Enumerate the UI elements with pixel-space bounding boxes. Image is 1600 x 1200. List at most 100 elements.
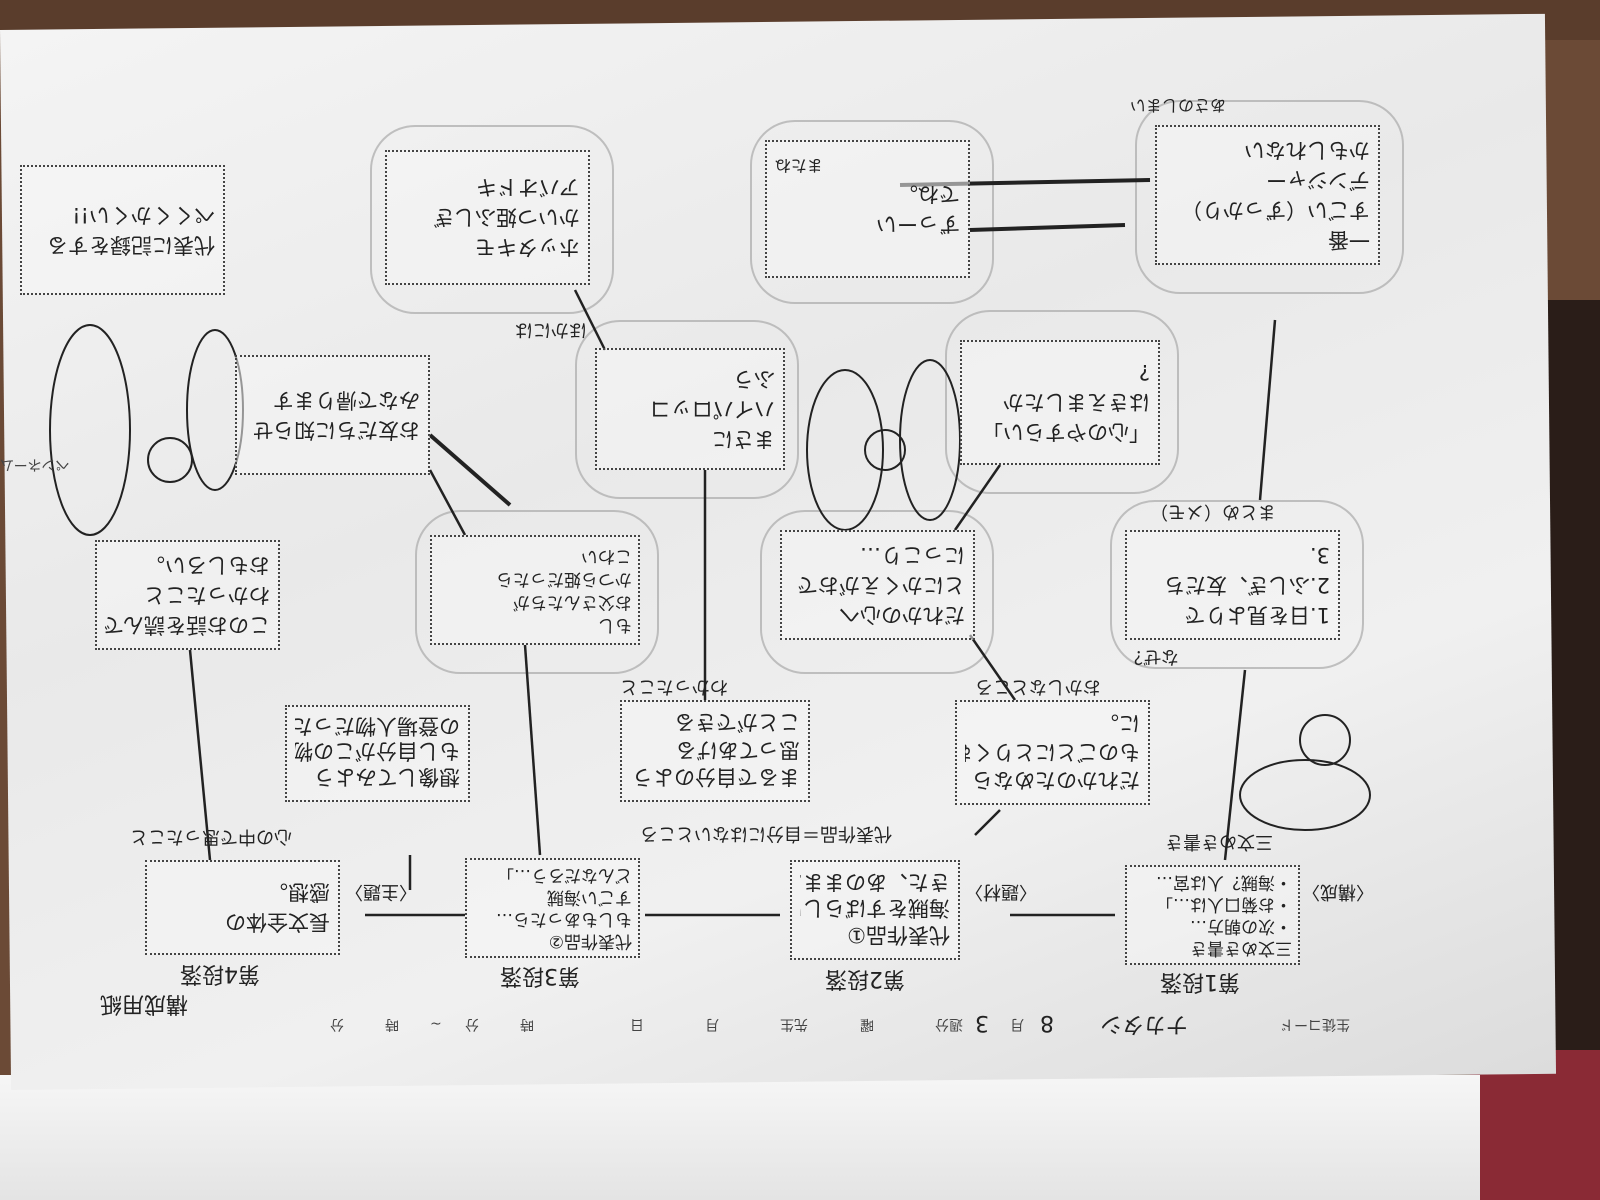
header-field: 3 [975, 1010, 989, 1035]
box-line: にっこり… [860, 543, 965, 567]
box-line: デンジャー [1266, 168, 1370, 192]
box-line: に。 [1098, 711, 1140, 736]
paragraph-1-box: 三文めき書き・次の朝方…・お菊口人は…」・海賊？人は宮… [1125, 865, 1300, 965]
box-line: の登場人物だったら [295, 714, 460, 738]
box-line: ・海賊？人は宮… [1156, 872, 1292, 892]
box-line: 長文全体の [225, 910, 330, 935]
note-text: わかったこと [620, 676, 728, 697]
header-field: 生徒コード [1280, 1016, 1350, 1032]
arrow [974, 809, 1001, 836]
note-box: 想像してみようもし自分がこの物語の登場人物だったら [285, 705, 470, 802]
header-field: 8 [1040, 1010, 1054, 1035]
box-line: 思ってあげる [675, 737, 800, 762]
note-box: だれかの心へとにかくえがおでにっこり… [780, 530, 975, 640]
header-field: 曜 [860, 1016, 874, 1032]
box-line: 「心のやすらい」 [982, 420, 1150, 445]
box-line: アバオドキ [475, 175, 580, 200]
box-line: どんなだろう…」 [497, 865, 632, 885]
box-line: かもしれない [1244, 138, 1370, 162]
speech-bubble [899, 359, 961, 521]
arrow [523, 644, 542, 856]
thought-cloud [415, 510, 659, 674]
header-field: ~ [430, 1015, 442, 1031]
header-field: 時 [385, 1016, 399, 1032]
note-text: あさのしまい [1130, 96, 1227, 115]
thought-cloud [1135, 100, 1404, 294]
arrow [428, 469, 467, 536]
note-text: 三文めき書き [1165, 831, 1273, 852]
theme-label: 〈主題〉 [345, 881, 417, 902]
box-line: 3. [1309, 543, 1330, 567]
note-box: このお話を読んでわかったことおもしろい。 [95, 540, 280, 650]
speech-bubble [49, 324, 131, 536]
box-line: もしもあったら… [496, 909, 632, 929]
box-line: ぺくくかくい!! [72, 203, 215, 227]
note-box: まるで自分のように思ってあげることができる [620, 700, 810, 802]
speech-bubble [806, 369, 884, 531]
box-line: このお話を読んで [105, 613, 270, 637]
box-line: かつら姫だったら [496, 569, 632, 589]
note-text: ほかには [515, 319, 587, 340]
box-line: もし自分がこの物語 [295, 740, 460, 764]
speech-bubble [1239, 759, 1371, 831]
box-line: まるで自分のように [630, 765, 800, 789]
box-line: ホッタキモ [475, 235, 580, 260]
paragraph-1-label: 第1段落 [1160, 969, 1240, 994]
box-line: まさに [712, 427, 775, 451]
box-line: 1.日を見よりで [1184, 603, 1330, 627]
sheet-title: 構成用紙 [100, 991, 189, 1016]
note-box: もしお父さんたちがかつら姫だったらこわい [430, 535, 640, 645]
arrow [188, 649, 212, 861]
box-line: とにかくえがおで [797, 573, 965, 597]
box-line: もし [598, 615, 632, 635]
box-line: 2.ふしぎ、友だち [1164, 573, 1330, 597]
header-field: 月 [705, 1016, 719, 1032]
paragraph-2-box: 代表作品①海賊をすばらしいあのきた、あのまま… [790, 860, 960, 960]
pen-name-label: ペンネーム [0, 456, 70, 472]
paragraph-2-label: 第2段落 [825, 966, 905, 991]
note-text: 代表作品＝自分にはないところ [640, 823, 892, 844]
paragraph-4-label: 第4段落 [180, 961, 260, 986]
note-box: 一番 すごい（ずっかり） デンジャー かもしれない [1155, 125, 1380, 265]
red-chair [1470, 1050, 1600, 1200]
box-line: ・お菊口人は…」 [1156, 894, 1292, 914]
note-box: 1.日を見よりで 2.ふしぎ、友だち 3. [1125, 530, 1340, 640]
thought-cloud [1110, 500, 1364, 669]
topic-label: 〈題材〉 [965, 881, 1037, 902]
arrow [428, 433, 512, 507]
box-line: かいつ姫ふしぎ [433, 205, 580, 230]
header-field: 分 [330, 1016, 344, 1032]
box-line: みなで帰ります [273, 388, 420, 412]
box-line: ものごとにとりくむ [965, 739, 1140, 764]
note-text: おかしなところ [975, 676, 1101, 697]
box-line: きた、あのまま… [800, 869, 950, 894]
arrow [968, 634, 1017, 701]
note-text: またね [775, 156, 824, 175]
thought-cloud [370, 125, 614, 314]
box-line: すごい海賊 [547, 887, 632, 907]
thought-cloud [750, 120, 994, 304]
arrow [1258, 319, 1277, 501]
character-face [147, 437, 193, 483]
structure-label: 〈構成〉 [1302, 881, 1374, 902]
box-line: ずっーい [876, 212, 960, 236]
box-line: すごい（ずっかり） [1181, 198, 1370, 222]
note-text: まとめ（メモ） [1150, 501, 1276, 522]
box-line: お友だちに知らせ [252, 418, 420, 442]
thought-cloud [575, 320, 799, 499]
box-line: だれかのためなら [972, 768, 1140, 792]
note-text: 心の中で思ったこと [130, 826, 292, 847]
note-box: 代表に記録をするぺくくかくい!! [20, 165, 225, 295]
box-line: 想像してみよう [313, 766, 460, 789]
arrow [969, 223, 1126, 232]
header-field: ナカタシ [1100, 1011, 1189, 1036]
box-line: でね。 [897, 182, 960, 206]
box-line: 代表作品① [847, 923, 950, 947]
header-field: 分 [465, 1016, 479, 1032]
paragraph-3-label: 第3段落 [500, 963, 580, 988]
box-line: こわい [581, 546, 632, 566]
box-line: わかったこと [144, 583, 270, 607]
box-line: ? [1138, 360, 1150, 385]
box-line: 一番 [1328, 228, 1370, 252]
box-line: 代表作品② [548, 931, 632, 951]
